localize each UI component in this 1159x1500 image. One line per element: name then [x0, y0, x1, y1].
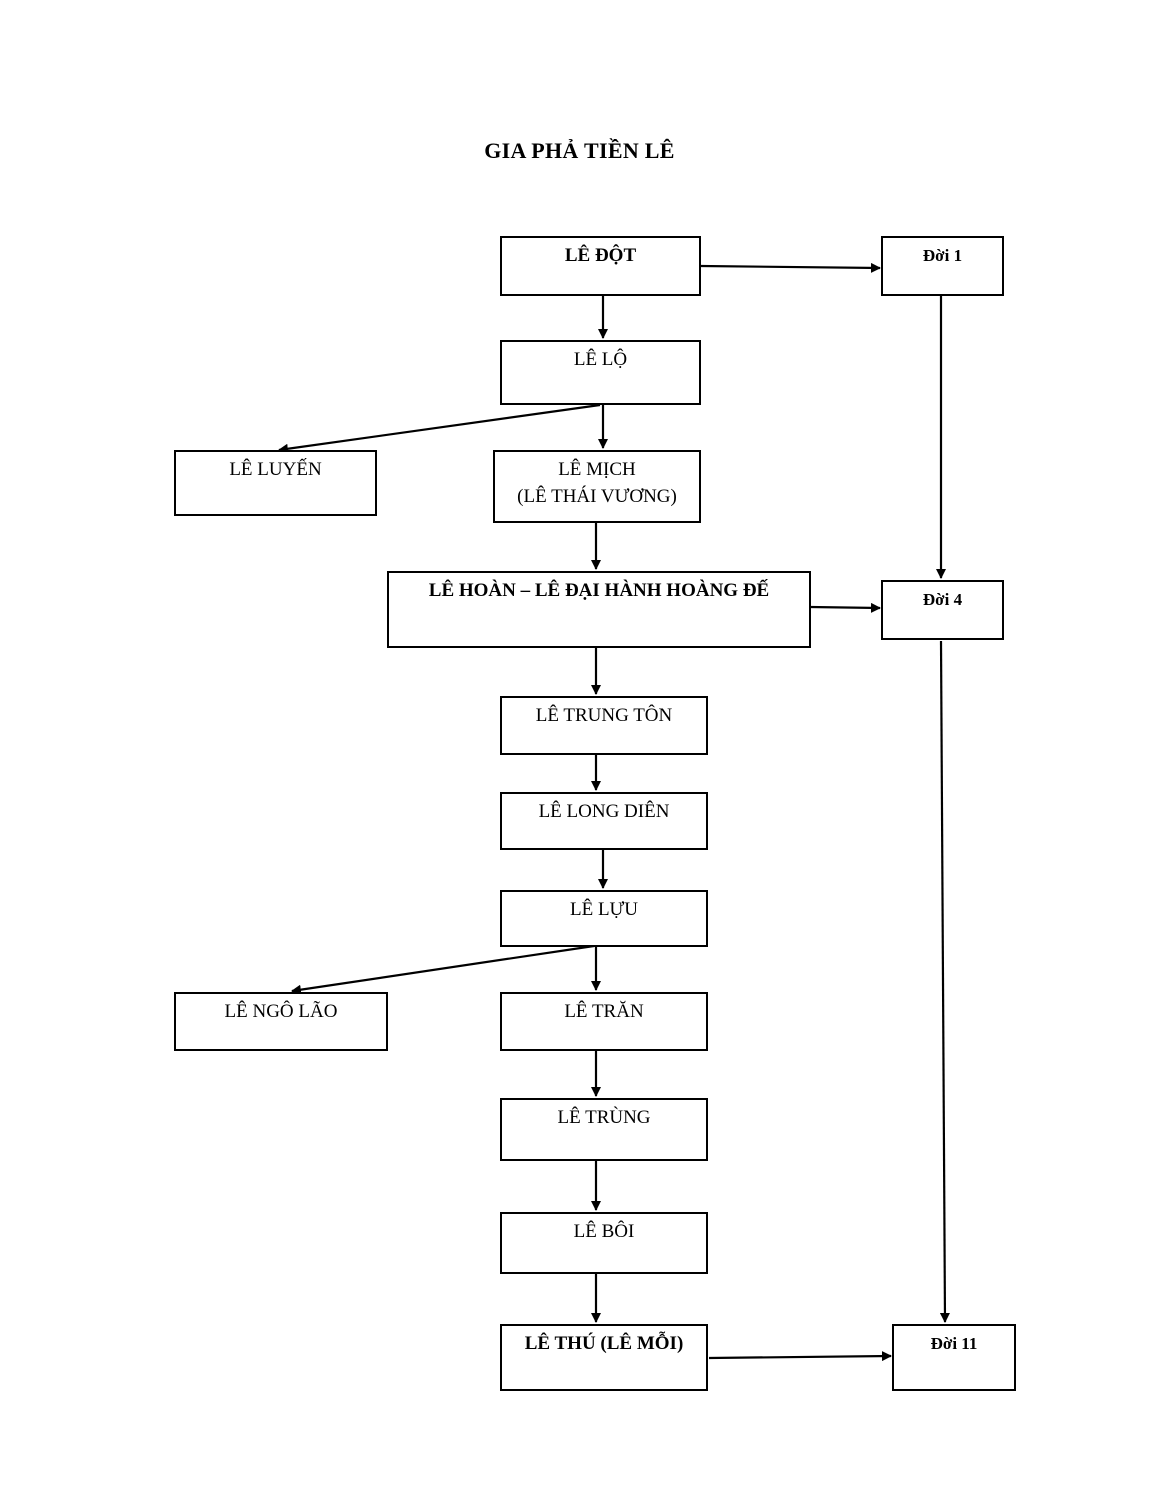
generation-label: Đời 1 [922, 246, 963, 265]
node-label: LÊ ĐỘT [564, 245, 637, 266]
node-label: LÊ NGÔ LÃO [224, 1001, 338, 1022]
node-label: LÊ HOÀN – LÊ ĐẠI HÀNH HOÀNG ĐẾ [428, 580, 770, 601]
node-le-mich: LÊ MỊCH (LÊ THÁI VƯƠNG) [493, 450, 701, 523]
node-le-tran: LÊ TRĂN [500, 992, 708, 1051]
node-label: LÊ LONG DIÊN [538, 801, 670, 822]
node-le-trung: LÊ TRÙNG [500, 1098, 708, 1161]
node-le-luyen: LÊ LUYẾN [174, 450, 377, 516]
node-label: LÊ LỰU [569, 899, 639, 920]
node-le-thu: LÊ THÚ (LÊ MỖI) [500, 1324, 708, 1391]
node-le-dot: LÊ ĐỘT [500, 236, 701, 296]
node-le-trung-ton: LÊ TRUNG TÔN [500, 696, 708, 755]
arrow-hoan-to-gen4 [809, 602, 881, 613]
node-le-long-dien: LÊ LONG DIÊN [500, 792, 708, 850]
node-le-luu: LÊ LỰU [500, 890, 708, 947]
node-label: LÊ TRUNG TÔN [535, 705, 673, 726]
arrow-luu-to-ngolao [291, 944, 595, 995]
node-label: LÊ THÚ (LÊ MỖI) [524, 1333, 684, 1354]
generation-label: Đời 4 [922, 590, 963, 609]
node-label: LÊ TRÙNG [557, 1107, 651, 1128]
generation-box-11: Đời 11 [892, 1324, 1016, 1391]
arrow-dot-to-gen1 [700, 262, 881, 273]
node-le-ngo-lao: LÊ NGÔ LÃO [174, 992, 388, 1051]
node-label: LÊ LUYẾN [229, 459, 322, 480]
generation-box-1: Đời 1 [881, 236, 1004, 296]
arrow-thu-to-gen11 [708, 1351, 892, 1362]
generation-label: Đời 11 [930, 1334, 978, 1353]
node-label-line2: (LÊ THÁI VƯƠNG) [517, 486, 677, 507]
generation-box-4: Đời 4 [881, 580, 1004, 640]
node-label-line1: LÊ MỊCH [558, 459, 636, 480]
node-le-hoan: LÊ HOÀN – LÊ ĐẠI HÀNH HOÀNG ĐẾ [387, 571, 811, 648]
node-label: LÊ LỘ [573, 349, 628, 370]
page-title: GIA PHẢ TIỀN LÊ [484, 138, 675, 163]
node-le-boi: LÊ BÔI [500, 1212, 708, 1274]
node-label: LÊ BÔI [573, 1221, 635, 1242]
arrow-gen4-to-gen11 [939, 640, 950, 1323]
node-label: LÊ TRĂN [564, 1001, 644, 1022]
node-le-lo: LÊ LỘ [500, 340, 701, 405]
arrow-lo-to-luyen [278, 403, 601, 454]
